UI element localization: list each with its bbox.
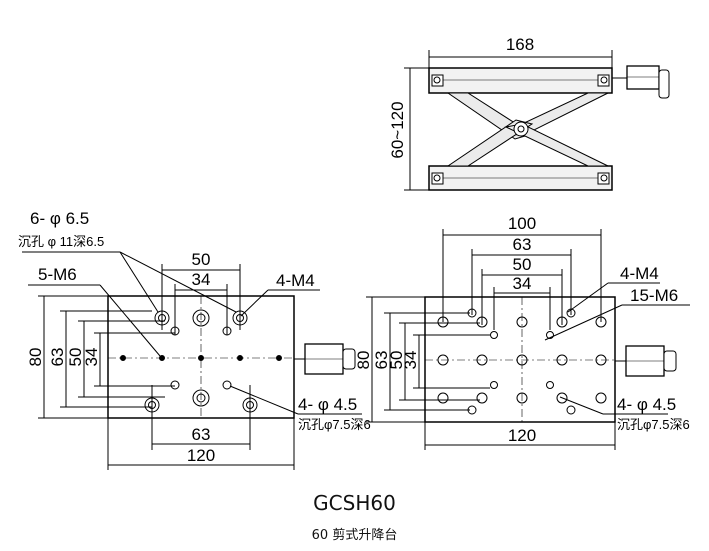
dim-120: 120 bbox=[187, 446, 215, 465]
dim-v34: 34 bbox=[82, 348, 101, 367]
dim-63: 63 bbox=[192, 425, 211, 444]
dim-120-r: 120 bbox=[508, 426, 536, 445]
adjust-knob bbox=[626, 65, 660, 90]
product-name-caption: 60 剪式升降台 bbox=[311, 528, 398, 543]
callout-m6: 5-M6 bbox=[38, 265, 77, 284]
dim-34-r: 34 bbox=[513, 274, 532, 293]
callout-counterbore-note: 沉孔 φ 11深6.5 bbox=[18, 234, 104, 249]
callout-hole45-r: 4- φ 4.5 bbox=[617, 395, 676, 414]
callout-counterbore: 6- φ 6.5 bbox=[30, 209, 89, 228]
dim-v80-r: 80 bbox=[354, 351, 373, 370]
pivot-pin bbox=[513, 121, 529, 137]
dim-34: 34 bbox=[192, 270, 211, 289]
dim-v34-r: 34 bbox=[401, 351, 420, 370]
dim-168: 168 bbox=[506, 35, 534, 54]
m4-holes-right bbox=[467, 308, 576, 415]
dim-50-r: 50 bbox=[513, 255, 532, 274]
dim-v63: 63 bbox=[48, 348, 67, 367]
right-top-view bbox=[366, 229, 690, 450]
m6-holes bbox=[120, 355, 282, 361]
callout-hole45-note: 沉孔φ7.5深6 bbox=[298, 417, 371, 432]
model-caption: GCSH60 bbox=[313, 491, 396, 515]
dim-v63-r: 63 bbox=[372, 351, 391, 370]
dim-63-r: 63 bbox=[513, 235, 532, 254]
dim-v50-r: 50 bbox=[387, 351, 406, 370]
m6-hole-grid bbox=[437, 316, 607, 404]
scissor-arm bbox=[446, 119, 534, 167]
dim-60-120: 60~120 bbox=[388, 101, 407, 158]
left-top-view bbox=[22, 251, 362, 470]
callout-hole45: 4- φ 4.5 bbox=[298, 395, 357, 414]
callout-m4-r: 4-M4 bbox=[620, 264, 659, 283]
counterbore-holes bbox=[144, 309, 258, 413]
dim-100: 100 bbox=[508, 214, 536, 233]
m4-holes bbox=[170, 326, 232, 390]
callout-m4: 4-M4 bbox=[276, 271, 315, 290]
callout-m6-r: 15-M6 bbox=[630, 286, 678, 305]
right-plate bbox=[424, 296, 616, 423]
dim-50: 50 bbox=[192, 250, 211, 269]
dim-v50: 50 bbox=[66, 348, 85, 367]
dim-v80: 80 bbox=[26, 348, 45, 367]
side-view bbox=[404, 50, 670, 191]
top-plate bbox=[428, 67, 613, 94]
callout-hole45-note-r: 沉孔φ7.5深6 bbox=[617, 417, 690, 432]
